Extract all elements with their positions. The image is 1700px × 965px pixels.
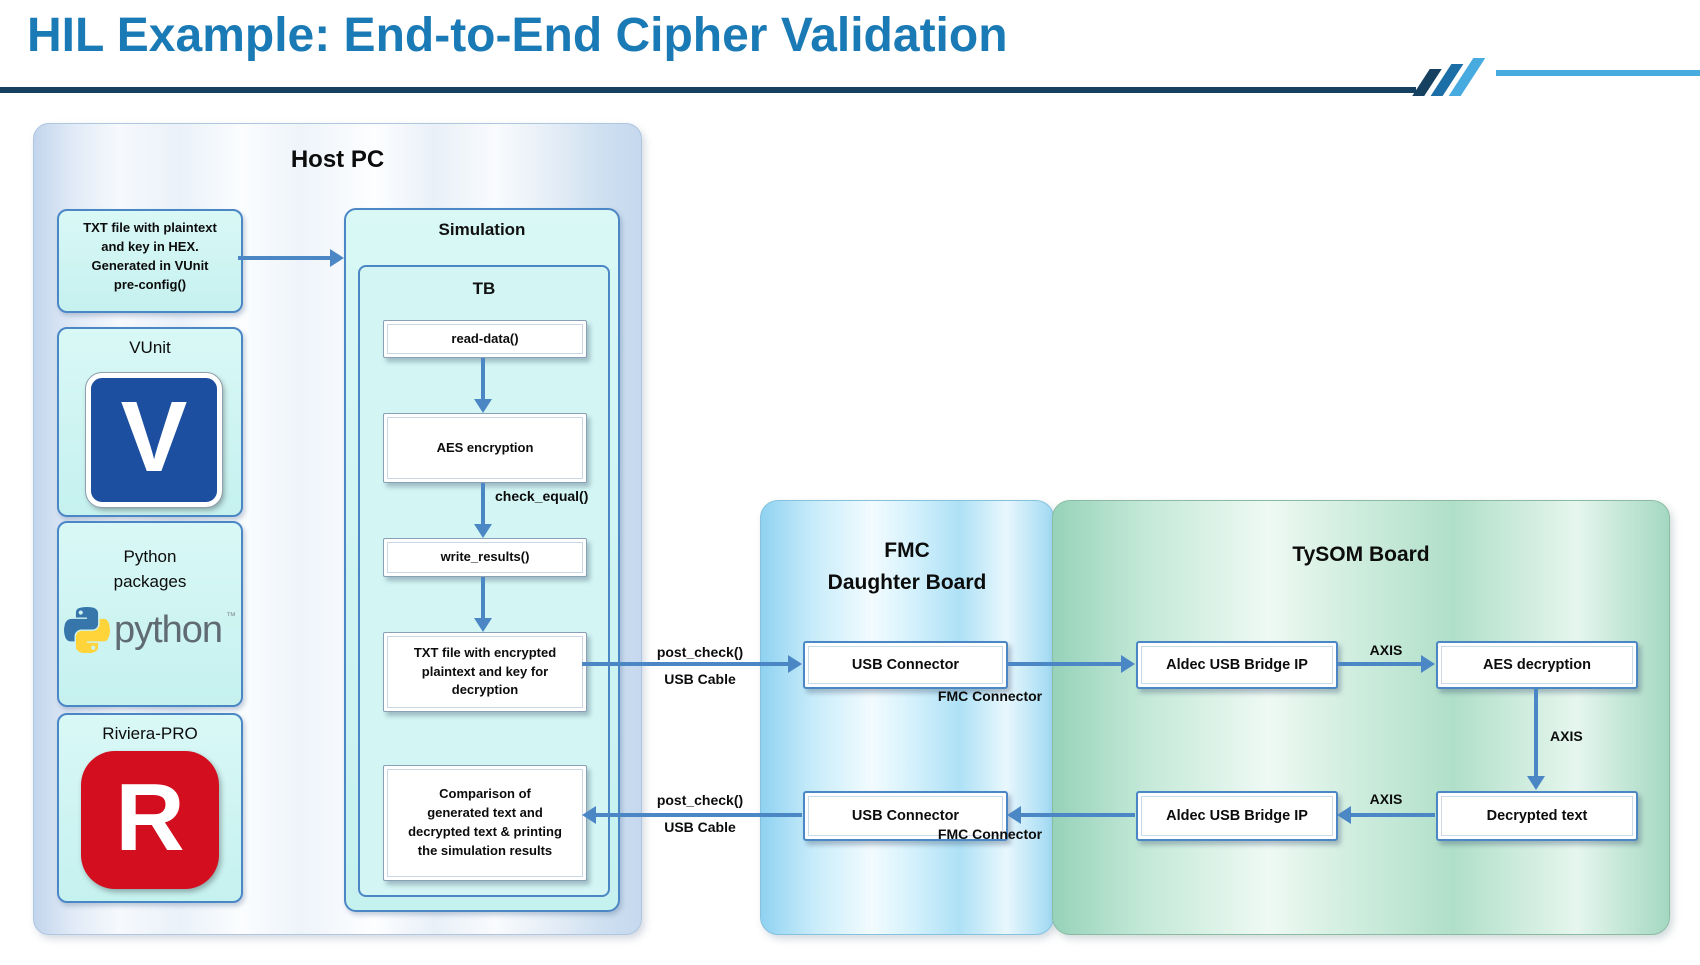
usb-cable-top-label: USB Cable (664, 671, 736, 687)
title-underline-navy (0, 87, 1416, 93)
post-check-bottom-label: post_check() (656, 792, 744, 808)
simulation-box: Simulation TB read-data() AES encryption… (344, 208, 620, 912)
tysom-board-title: TySOM Board (1292, 543, 1430, 566)
riviera-pro-label: Riviera-PRO (102, 724, 198, 743)
aldec-usb-bridge-bottom-box: Aldec USB Bridge IP (1136, 791, 1338, 841)
python-logo-icon (63, 607, 110, 653)
axis-vertical-label: AXIS (1550, 728, 1583, 744)
arrow-aldec-to-aesdec (1337, 655, 1435, 673)
tb-title: TB (472, 279, 496, 298)
vunit-logo: V (85, 372, 223, 508)
vunit-label: VUnit (129, 338, 171, 357)
aes-decryption-box: AES decryption (1436, 641, 1638, 689)
host-pc-title: Host PC (290, 146, 385, 173)
riviera-logo-letter: R (115, 764, 185, 871)
vunit-box: VUnit V (57, 327, 243, 517)
arrow-usb-to-comparison (582, 806, 802, 824)
tysom-board: TySOM Board Aldec USB Bridge IP AES decr… (1052, 500, 1670, 935)
usb-connector-bottom-box: USB Connector (803, 791, 1008, 841)
host-pc-board: Host PC TXT file with plaintext and key … (33, 123, 642, 935)
python-packages-box: Python packages python ™ (57, 521, 243, 707)
title-underline-light (1496, 70, 1700, 76)
arrow-write-to-txt (474, 577, 492, 632)
post-check-top-label: post_check() (656, 644, 744, 660)
usb-connector-top-box: USB Connector (803, 641, 1008, 689)
arrow-read-to-encrypt (474, 358, 492, 413)
riviera-pro-box: Riviera-PRO R (57, 713, 243, 903)
arrow-aldec-to-usb-bottom (1007, 806, 1135, 824)
simulation-title: Simulation (438, 220, 526, 239)
python-wordmark: python (113, 608, 223, 651)
aldec-usb-bridge-top-box: Aldec USB Bridge IP (1136, 641, 1338, 689)
fmc-connector-top-label: FMC Connector (937, 688, 1043, 704)
vunit-logo-letter: V (120, 381, 188, 493)
arrow-txtfile-to-simulation (238, 249, 344, 267)
usb-cable-bottom-label: USB Cable (664, 819, 736, 835)
arrow-encrypt-to-write (474, 483, 492, 538)
axis-top-label: AXIS (1369, 642, 1403, 658)
decrypted-text-box: Decrypted text (1436, 791, 1638, 841)
step-txt-encrypted: TXT file with encrypted plaintext and ke… (383, 632, 587, 712)
step-aes-encryption: AES encryption (383, 413, 587, 483)
step-comparison: Comparison of generated text and decrypt… (383, 765, 587, 881)
riviera-pro-logo: R (81, 751, 219, 889)
arrow-aesdec-to-decrypted (1527, 688, 1545, 790)
python-packages-label: Python packages (113, 547, 187, 591)
step-read-data: read-data() (383, 320, 587, 358)
python-logo-row: python ™ (59, 607, 241, 653)
arrow-usb-to-aldec (1007, 655, 1135, 673)
page-title: HIL Example: End-to-End Cipher Validatio… (27, 9, 1008, 62)
tb-box: TB read-data() AES encryption check_equa… (358, 265, 610, 897)
txt-file-source-box: TXT file with plaintext and key in HEX. … (57, 209, 243, 313)
arrow-txtenc-to-usb (582, 655, 802, 673)
slash-decoration (1412, 56, 1499, 96)
step-write-results: write_results() (383, 538, 587, 577)
python-trademark: ™ (226, 610, 237, 622)
check-equal-label: check_equal() (495, 488, 589, 504)
fmc-connector-bottom-label: FMC Connector (937, 826, 1043, 842)
axis-bottom-label: AXIS (1369, 791, 1403, 807)
arrow-decrypted-to-aldec (1337, 806, 1435, 824)
fmc-board-title: FMC Daughter Board (827, 539, 987, 594)
fmc-daughter-board: FMC Daughter Board USB Connector USB Con… (760, 500, 1054, 935)
txt-file-source-text: TXT file with plaintext and key in HEX. … (83, 220, 217, 292)
